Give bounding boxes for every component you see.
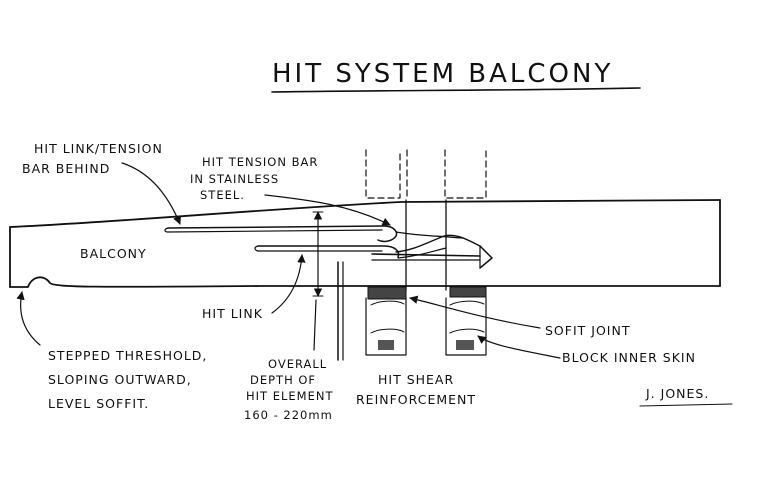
tension-bar bbox=[164, 225, 463, 243]
label-depth-4: 160 - 220mm bbox=[244, 408, 333, 422]
lower-bar bbox=[254, 245, 400, 258]
title-underline bbox=[271, 87, 641, 93]
label-bar-behind: BAR BEHIND bbox=[22, 161, 110, 176]
label-shear-1: HIT SHEAR bbox=[378, 372, 454, 387]
label-depth-3: HIT ELEMENT bbox=[246, 389, 333, 403]
label-block-inner-skin: BLOCK INNER SKIN bbox=[562, 350, 696, 365]
shear-element bbox=[371, 234, 493, 269]
wall-boundaries bbox=[405, 199, 447, 291]
label-depth-2: DEPTH OF bbox=[250, 373, 316, 387]
signature-underline bbox=[639, 403, 733, 407]
diagram-title: HIT SYSTEM BALCONY bbox=[272, 59, 613, 89]
signature: J. JONES. bbox=[645, 386, 709, 401]
label-tension-bar-3: STEEL. bbox=[200, 188, 245, 202]
label-tension-bar-2: IN STAINLESS bbox=[190, 172, 279, 186]
leader-lines bbox=[16, 162, 561, 359]
label-sofit-joint: SOFIT JOINT bbox=[545, 323, 630, 338]
label-tension-bar-1: HIT TENSION BAR bbox=[202, 155, 318, 169]
shear-reinforcement-bars bbox=[337, 261, 344, 361]
label-hit-link: HIT LINK bbox=[202, 306, 263, 321]
blocks-below bbox=[365, 286, 487, 356]
depth-dimension bbox=[312, 211, 324, 351]
label-depth-1: OVERALL bbox=[268, 357, 327, 371]
label-threshold-3: LEVEL SOFFIT. bbox=[48, 396, 149, 411]
label-threshold-2: SLOPING OUTWARD, bbox=[48, 372, 192, 387]
balcony-slab bbox=[9, 199, 721, 288]
label-threshold-1: STEPPED THRESHOLD, bbox=[48, 348, 207, 363]
label-hit-link-tension: HIT LINK/TENSION bbox=[34, 141, 163, 156]
wall-above-dashed bbox=[365, 149, 487, 201]
label-balcony: BALCONY bbox=[80, 246, 147, 261]
label-shear-2: REINFORCEMENT bbox=[356, 392, 476, 407]
